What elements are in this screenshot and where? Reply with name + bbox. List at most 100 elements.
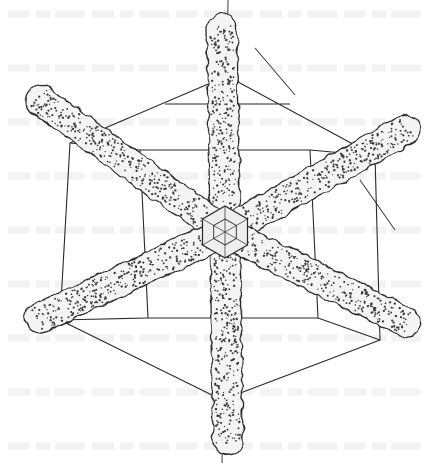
stipple-dot (267, 216, 269, 218)
stipple-dot (154, 193, 156, 195)
stipple-dot (218, 191, 220, 193)
stipple-dot (307, 266, 309, 268)
stipple-dot (215, 300, 216, 301)
stipple-dot (141, 183, 143, 185)
stipple-dot (387, 152, 388, 153)
stipple-dot (233, 394, 235, 396)
stipple-dot (221, 140, 222, 141)
stipple-dot (83, 130, 85, 132)
stipple-dot (143, 268, 145, 270)
stipple-dot (349, 292, 351, 294)
stipple-dot (233, 76, 235, 78)
stipple-dot (230, 124, 232, 126)
stipple-dot (267, 265, 269, 267)
stipple-dot (228, 145, 230, 147)
stipple-dot (195, 198, 196, 199)
stipple-dot (167, 268, 168, 269)
stipple-dot (144, 281, 146, 283)
stipple-dot (388, 313, 389, 314)
stipple-dot (229, 423, 231, 425)
stipple-dot (180, 209, 182, 211)
stipple-dot (296, 266, 298, 268)
stipple-dot (220, 413, 222, 415)
stipple-dot (87, 295, 89, 297)
stipple-dot (141, 160, 143, 162)
stipple-dot (329, 292, 330, 293)
stipple-dot (172, 191, 174, 193)
stipple-dot (239, 421, 241, 423)
stipple-dot (214, 126, 215, 127)
stipple-dot (130, 274, 132, 276)
stipple-dot (142, 262, 144, 264)
stipple-dot (71, 113, 73, 115)
stipple-dot (213, 286, 215, 288)
stipple-dot (227, 332, 229, 334)
stipple-dot (110, 282, 112, 284)
stipple-dot (324, 284, 326, 286)
stipple-dot (120, 148, 122, 150)
stipple-dot (254, 254, 255, 255)
stipple-dot (97, 129, 99, 131)
stipple-dot (162, 184, 164, 186)
stipple-dot (221, 178, 223, 180)
stipple-dot (223, 307, 225, 309)
arm-outline (207, 13, 240, 232)
stipple-dot (147, 162, 149, 164)
stipple-dot (70, 311, 72, 313)
stipple-dot (138, 166, 139, 167)
stipple-dot (377, 148, 378, 149)
stipple-dot (354, 163, 355, 164)
stipple-dot (287, 190, 288, 191)
stipple-dot (229, 407, 231, 409)
stipple-dot (98, 142, 100, 144)
stipple-dot (223, 287, 224, 288)
stipple-dot (352, 289, 353, 290)
stipple-dot (231, 307, 233, 309)
stipple-dot (396, 330, 398, 332)
stipple-dot (229, 195, 230, 196)
stipple-dot (307, 284, 308, 285)
stipple-dot (364, 289, 366, 291)
stipple-dot (233, 192, 235, 194)
stipple-dot (389, 137, 390, 138)
stipple-dot (183, 243, 185, 245)
stipple-dot (233, 383, 235, 385)
stipple-dot (50, 108, 52, 110)
stipple-dot (89, 126, 91, 128)
stipple-dot (54, 322, 55, 323)
stipple-dot (226, 402, 228, 404)
stipple-dot (141, 158, 143, 160)
stipple-dot (395, 315, 397, 317)
stipple-dot (302, 280, 304, 282)
stipple-dot (129, 264, 131, 266)
stipple-dot (224, 405, 226, 407)
stipple-dot (82, 290, 84, 292)
stipple-dot (394, 302, 396, 304)
stipple-dot (176, 258, 178, 260)
stipple-dot (229, 108, 231, 110)
stipple-dot (188, 259, 190, 261)
stipple-dot (346, 149, 348, 151)
stipple-dot (228, 404, 230, 406)
stipple-dot (102, 145, 103, 146)
stipple-dot (371, 306, 373, 308)
stipple-dot (92, 151, 93, 152)
stipple-dot (144, 175, 146, 177)
stipple-dot (264, 215, 265, 216)
stipple-dot (65, 297, 67, 299)
stipple-dot (216, 196, 218, 198)
stipple-dot (354, 168, 356, 170)
stipple-dot (122, 152, 124, 154)
stipple-dot (36, 315, 38, 317)
stipple-dot (367, 155, 369, 157)
stipple-dot (60, 125, 62, 127)
stipple-dot (230, 256, 232, 258)
stipple-dot (123, 271, 125, 273)
stipple-dot (72, 290, 74, 292)
stipple-dot (163, 262, 165, 264)
stipple-dot (220, 277, 222, 279)
stipple-dot (378, 143, 380, 145)
stipple-dot (229, 272, 231, 274)
stipple-dot (297, 187, 299, 189)
stipple-dot (135, 166, 137, 168)
